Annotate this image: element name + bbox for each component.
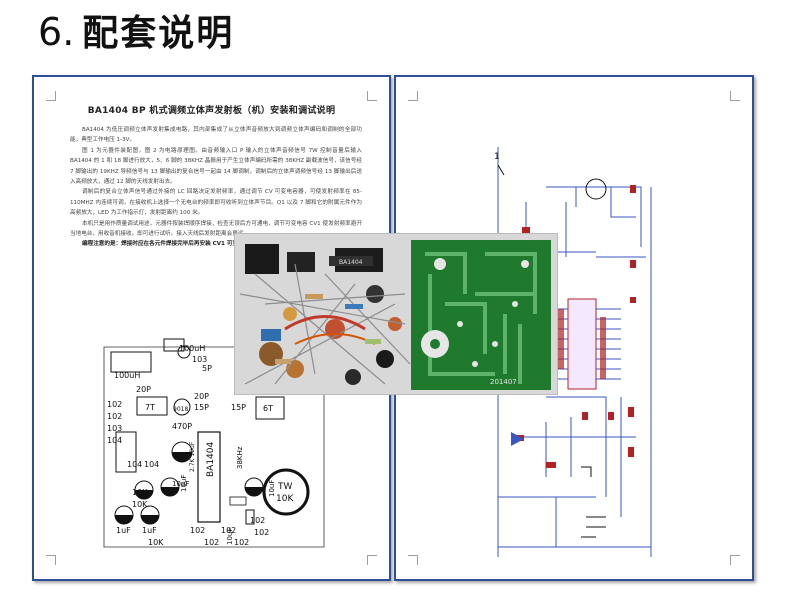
layout-label: TW: [277, 482, 292, 492]
layout-label: 10K: [276, 494, 294, 504]
layout-label: 10uF: [180, 475, 188, 492]
coil-symbol: [163, 338, 185, 352]
doc-highlight: 编程注意的是：焊接时应在各元件焊接完毕后再安装 CV1 可变电容，焊接时间不宜过…: [82, 241, 306, 248]
crop-mark: [46, 91, 56, 101]
doc-title: BA1404 BP 机式调频立体声发射板（机）安装和调试说明: [87, 106, 336, 116]
layout-label: 104: [127, 460, 142, 469]
layout-label: 102: [190, 526, 205, 535]
section-title: 配套说明: [82, 13, 235, 54]
layout-label: 100uH: [179, 344, 205, 353]
pcb-board: 201407: [411, 240, 551, 390]
kit-photo-drawing: BA1404: [235, 234, 557, 394]
layout-label: 10K: [132, 488, 148, 497]
layout-label: 15P: [231, 403, 246, 412]
loose-components: BA1404: [239, 244, 411, 385]
layout-label: 1uF: [142, 526, 157, 535]
kit-parts-photo: BA1404: [234, 233, 558, 395]
layout-label: 102: [221, 526, 236, 535]
layout-label: 102: [234, 538, 249, 547]
coil-7t: [136, 396, 168, 416]
capacitor-symbol: [177, 345, 191, 359]
layout-label: 7T: [145, 403, 155, 412]
layout-label: 102: [204, 538, 219, 547]
layout-label: 10uF: [268, 480, 276, 497]
layout-label: 103: [107, 424, 122, 433]
crop-mark: [367, 555, 377, 565]
layout-label: 100uH: [114, 371, 140, 380]
schematic-label: 1: [494, 152, 500, 162]
layout-label: 10K: [148, 538, 164, 547]
transistor-symbol: [173, 398, 191, 416]
layout-label: 104: [144, 460, 159, 469]
coil-6t: [255, 396, 285, 420]
crop-mark: [408, 555, 418, 565]
ic-block: [567, 298, 597, 390]
layout-label: 38KHz: [236, 446, 244, 469]
doc-paragraph: 调制后的复合立体声信号通过外接的 LC 回路决定发射频率，通过调节 CV 可变电…: [70, 189, 362, 217]
volume-pot: [262, 468, 310, 516]
layout-label: 104: [107, 436, 122, 445]
crop-mark: [730, 91, 740, 101]
layout-label: 5P: [202, 364, 212, 373]
layout-label: 10K: [132, 500, 148, 509]
resistor-symbol: [115, 431, 137, 473]
inductor-symbol: [110, 351, 152, 373]
doc-paragraph: 图 1 为元器件装配图，图 2 为电路原理图。由音频输入口 P 输入的立体声音频…: [70, 147, 362, 186]
layout-label: 20P: [136, 385, 151, 394]
ic-outline: [197, 431, 221, 523]
section-dot: .: [62, 10, 75, 54]
layout-label: 102: [107, 412, 122, 421]
layout-label: 102: [254, 528, 269, 537]
doc-paragraph: BA1404 为低压调频立体声发射集成电路，其内部集成了从立体声音频放大到调频立…: [70, 127, 362, 144]
section-heading: 6 . 配套说明: [38, 4, 234, 54]
layout-label: 10uF: [226, 528, 234, 545]
layout-label: BA1404: [206, 441, 216, 477]
crop-mark: [367, 91, 377, 101]
layout-label: 20P: [194, 392, 209, 401]
crop-mark: [46, 555, 56, 565]
layout-label: 9018: [173, 406, 188, 413]
layout-label: 102: [250, 516, 265, 525]
doc-body: BA1404 为低压调频立体声发射集成电路，其内部集成了从立体声音频放大到调频立…: [70, 125, 362, 250]
layout-label: 10uF: [172, 480, 189, 488]
section-number: 6: [38, 10, 63, 54]
layout-label: 102: [107, 400, 122, 409]
layout-label: 15P: [194, 403, 209, 412]
layout-label: 6T: [263, 404, 273, 413]
layout-label: 1uF: [116, 526, 131, 535]
layout-label: 103: [192, 355, 207, 364]
crop-mark: [730, 555, 740, 565]
crop-mark: [408, 91, 418, 101]
layout-label: 470P: [172, 422, 192, 431]
led-symbol: [511, 432, 524, 446]
component-layout-diagram: 100uH 100uH 103 5P 20P 20P 15P 15P 7T 90…: [103, 338, 325, 548]
doc-paragraph: 本机只是用作质量调试用途，元器件按装焊顺序焊接，检查无误后方可通电，调节可变电容…: [70, 220, 362, 238]
pcb-label: 201407: [490, 378, 517, 386]
layout-label: 2.7K 10uF: [189, 441, 196, 472]
transistor-symbol: [585, 178, 607, 200]
chip-label: BA1404: [339, 259, 363, 266]
